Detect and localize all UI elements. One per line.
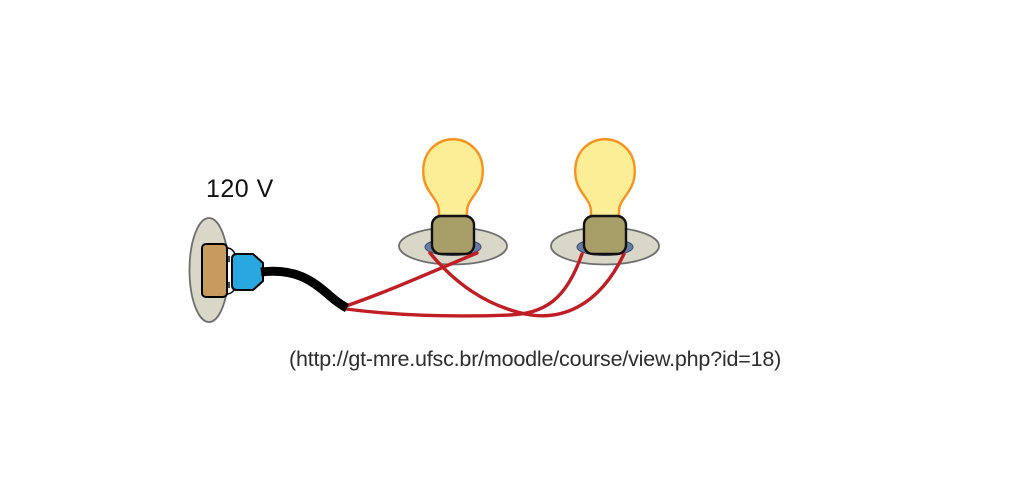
voltage-label: 120 V [206, 175, 274, 203]
circuit-wires [344, 251, 626, 318]
wire-lamp1-left-to-lamp2-right [428, 251, 626, 318]
wire-tip-to-lamp2-left [344, 252, 584, 318]
lamp-1-socket [430, 214, 476, 256]
source-caption: (http://gt-mre.ufsc.br/moodle/course/vie… [289, 347, 782, 371]
lamp-1-bulb-glass [422, 138, 484, 223]
lamp-2 [574, 138, 636, 256]
wall-outlet [188, 217, 236, 323]
lamp-2-socket [582, 214, 628, 256]
wire-tip-to-lamp1-right [344, 251, 479, 308]
outlet-body [201, 243, 228, 298]
lamp-1 [422, 138, 484, 256]
lamp-2-bulb-glass [574, 138, 636, 223]
power-cable [260, 266, 350, 313]
power-plug [231, 253, 264, 291]
